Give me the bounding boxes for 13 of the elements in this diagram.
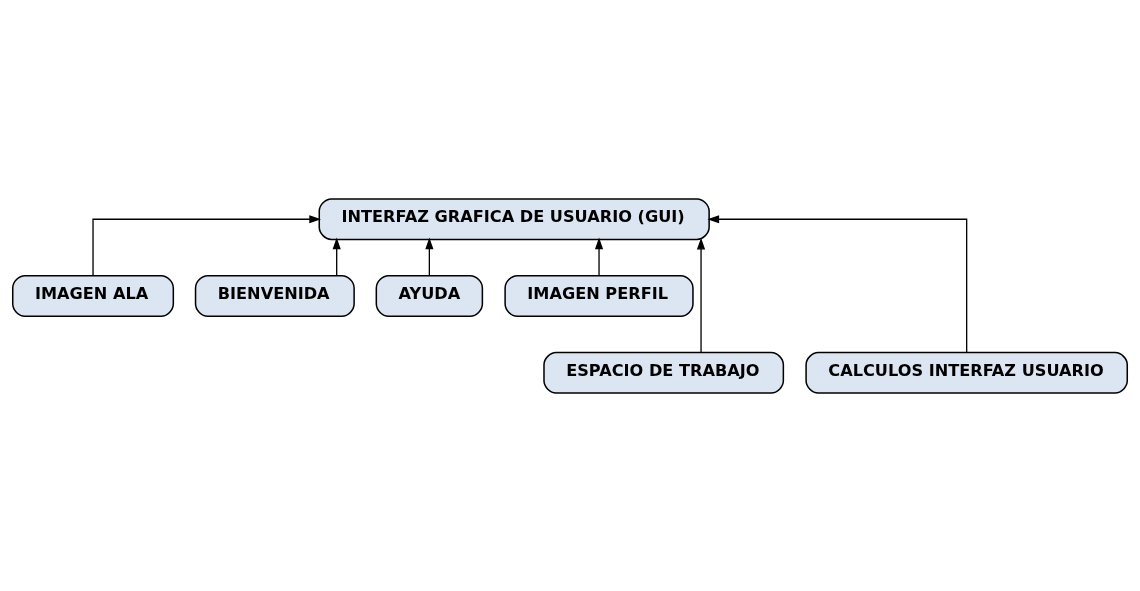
arrow bbox=[696, 237, 706, 353]
node-box: ESPACIO DE TRABAJO bbox=[543, 351, 785, 394]
arrow bbox=[594, 237, 604, 276]
node-box: IMAGEN ALA bbox=[11, 274, 175, 317]
node-box: IMAGEN PERFIL bbox=[504, 274, 694, 317]
node-box: INTERFAZ GRAFICA DE USUARIO (GUI) bbox=[318, 197, 710, 240]
arrow bbox=[92, 214, 321, 276]
node-box: BIENVENIDA bbox=[194, 274, 355, 317]
arrow bbox=[425, 237, 434, 276]
node-box: CALCULOS INTERFAZ USUARIO bbox=[805, 351, 1129, 394]
arrow bbox=[707, 214, 968, 353]
node-box: AYUDA bbox=[375, 274, 484, 317]
arrow bbox=[332, 237, 341, 276]
